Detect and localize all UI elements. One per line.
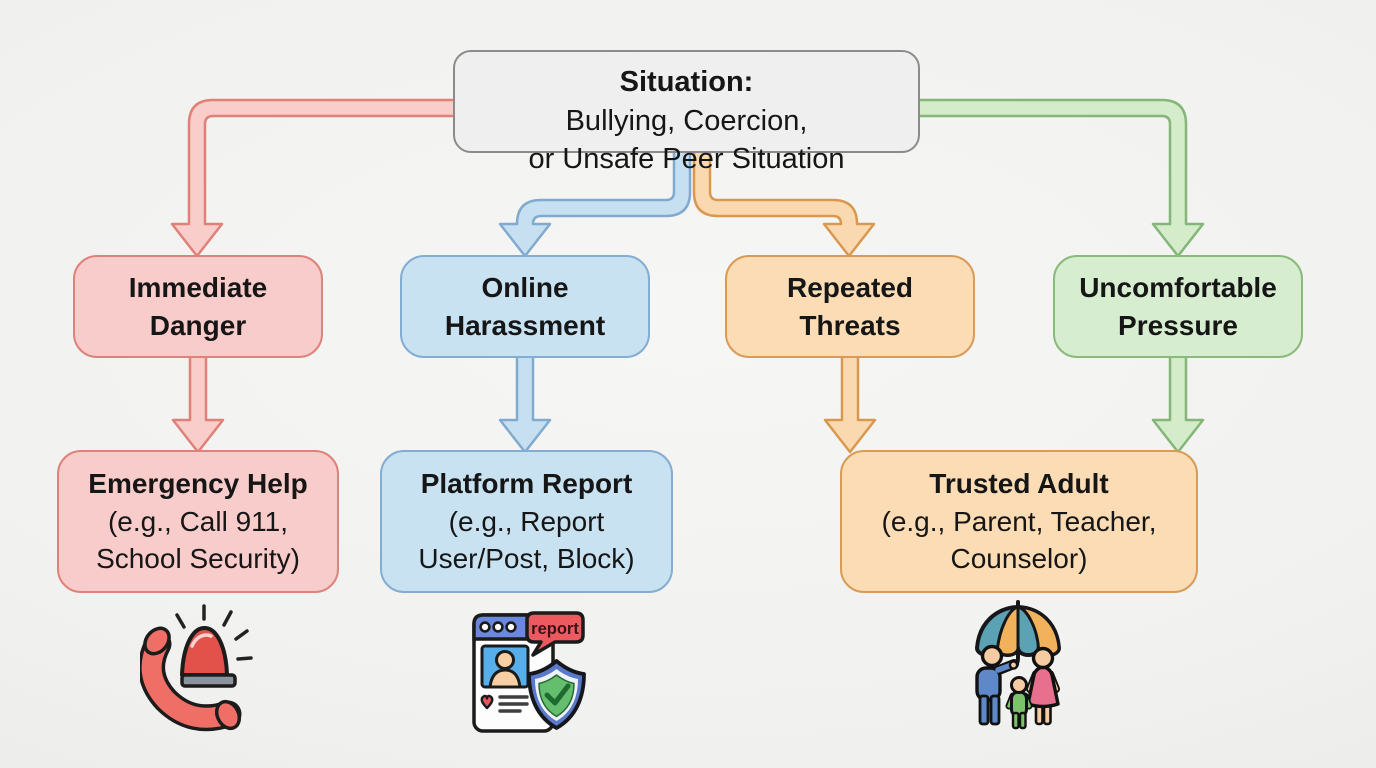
platform-report-icon: report xyxy=(472,611,586,733)
outcome-emergency-help: Emergency Help (e.g., Call 911, School S… xyxy=(57,450,339,593)
handset-earpiece xyxy=(143,626,171,656)
outcome-emergency-help-title: Emergency Help xyxy=(88,468,308,500)
profile-person-head xyxy=(495,650,515,670)
outcome-platform-report-title: Platform Report xyxy=(420,468,633,500)
root-situation-node: Situation: Bullying, Coercion, or Unsafe… xyxy=(453,50,920,175)
child-figure xyxy=(1005,676,1033,730)
arrow-root-to-online-harassment xyxy=(498,149,692,258)
root-situation-line1: Situation: Bullying, Coercion, xyxy=(566,24,808,140)
father-head xyxy=(980,644,1004,668)
father-figure xyxy=(975,644,1019,726)
arrow-uncomfortable-pressure-to-trusted-adult xyxy=(1151,354,1205,454)
child-head xyxy=(1010,676,1028,694)
father-leg-right xyxy=(989,694,1001,726)
titlebar-dots xyxy=(479,621,517,633)
emergency-call-icon xyxy=(140,604,253,732)
father-hand xyxy=(1008,660,1019,670)
report-bubble xyxy=(525,611,585,657)
branch-immediate-danger-label: Immediate Danger xyxy=(128,271,268,341)
safety-shield xyxy=(527,659,586,730)
shield-check xyxy=(544,683,571,706)
branch-online-harassment: Online Harassment xyxy=(400,255,650,358)
father-leg-left xyxy=(978,694,990,726)
trusted-adult-family-icon xyxy=(975,600,1061,730)
outcome-platform-report-subtitle: (e.g., Report User/Post, Block) xyxy=(418,505,635,575)
arrow-root-to-repeated-threats xyxy=(692,149,876,258)
mother-head xyxy=(1031,646,1055,670)
outcome-trusted-adult-subtitle: (e.g., Parent, Teacher, Counselor) xyxy=(881,505,1157,575)
post-text-lines xyxy=(498,695,529,713)
branch-repeated-threats-label: Repeated Threats xyxy=(786,271,914,341)
siren-dome xyxy=(180,626,229,677)
branch-immediate-danger: Immediate Danger xyxy=(73,255,323,358)
arrow-root-to-uncomfortable-pressure xyxy=(916,98,1205,258)
arrow-online-harassment-to-platform-report xyxy=(498,354,552,454)
handset-mouthpiece xyxy=(214,699,242,731)
root-situation-line1-rest: Bullying, Coercion, xyxy=(565,104,808,137)
phone-handset xyxy=(140,626,242,732)
siren-highlight xyxy=(190,633,213,648)
child-leg-left xyxy=(1011,711,1020,730)
root-situation-line2: or Unsafe Peer Situation xyxy=(528,143,845,176)
outcome-platform-report: Platform Report (e.g., Report User/Post,… xyxy=(380,450,673,593)
mother-figure xyxy=(1026,646,1060,726)
like-heart xyxy=(480,694,494,710)
siren-base xyxy=(180,673,237,688)
arrow-immediate-danger-to-emergency-help xyxy=(171,354,225,454)
child-leg-right xyxy=(1018,711,1027,730)
branch-repeated-threats: Repeated Threats xyxy=(725,255,975,358)
mother-dress xyxy=(1026,665,1060,709)
arrow-repeated-threats-to-trusted-adult xyxy=(823,354,877,454)
branch-uncomfortable-pressure-label: Uncomfortable Pressure xyxy=(1079,271,1277,341)
branch-uncomfortable-pressure: Uncomfortable Pressure xyxy=(1053,255,1303,358)
branch-online-harassment-label: Online Harassment xyxy=(444,271,606,341)
outcome-emergency-help-subtitle: (e.g., Call 911, School Security) xyxy=(96,505,300,575)
root-situation-prefix: Situation: xyxy=(619,65,754,98)
outcome-trusted-adult-title: Trusted Adult xyxy=(929,468,1109,500)
profile-person-body xyxy=(488,668,522,689)
siren-rays xyxy=(175,604,253,661)
arrow-root-to-immediate-danger xyxy=(170,98,458,258)
outcome-trusted-adult: Trusted Adult (e.g., Parent, Teacher, Co… xyxy=(840,450,1198,593)
report-bubble-label: report xyxy=(531,620,579,638)
